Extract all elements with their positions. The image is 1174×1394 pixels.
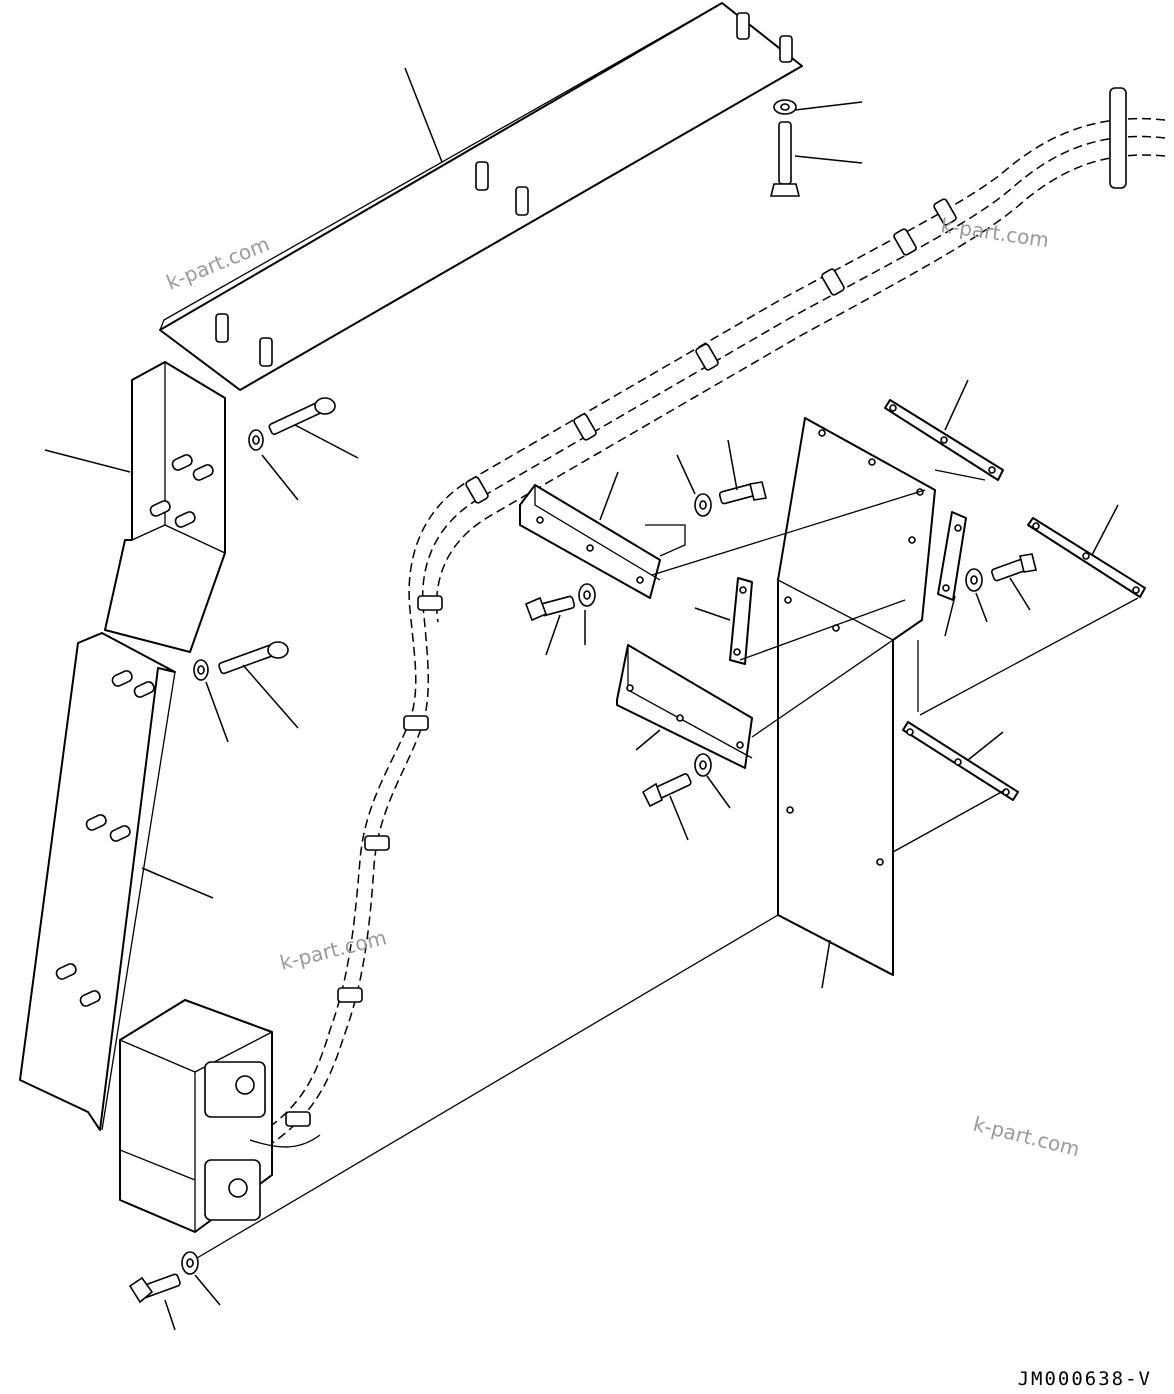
long-bolt — [769, 121, 801, 197]
drawing-number: JM000638-V — [1017, 1368, 1152, 1390]
washer — [694, 493, 712, 517]
bracket-stud — [149, 454, 214, 528]
valve-block — [119, 999, 321, 1233]
bolt — [218, 641, 289, 675]
small-plate — [729, 577, 753, 665]
assembly-lines — [196, 469, 1139, 1259]
top-cover-plate — [159, 2, 803, 391]
bolt — [641, 773, 692, 808]
washer — [694, 753, 712, 777]
left-lower-bracket — [19, 632, 176, 1131]
main-panel — [777, 417, 936, 976]
strip-plate — [902, 721, 1019, 801]
washer — [181, 1251, 199, 1275]
bracket-stud — [55, 670, 155, 1007]
watermark: k-part.com — [277, 925, 388, 975]
hose-routing — [249, 87, 1166, 1151]
left-upper-bracket — [104, 361, 226, 653]
strip-plate — [1027, 517, 1146, 598]
small-plate — [937, 511, 967, 601]
washer — [773, 99, 797, 115]
bolt — [268, 397, 336, 436]
watermark: k-part.com — [939, 213, 1050, 252]
bolt — [718, 481, 767, 505]
angle-bracket — [519, 484, 661, 599]
hose-clamp — [285, 87, 1127, 1127]
washer — [965, 568, 983, 592]
watermark: k-part.com — [971, 1112, 1082, 1162]
washer — [248, 429, 264, 451]
washer — [578, 583, 596, 607]
washer — [193, 659, 209, 681]
angle-bracket — [616, 644, 753, 769]
bolt — [991, 553, 1037, 582]
bolt — [524, 595, 576, 622]
strip-plate — [884, 399, 1004, 481]
bolt — [128, 1273, 181, 1304]
leader-lines — [44, 67, 1119, 1331]
top-plate-stud — [215, 12, 793, 367]
